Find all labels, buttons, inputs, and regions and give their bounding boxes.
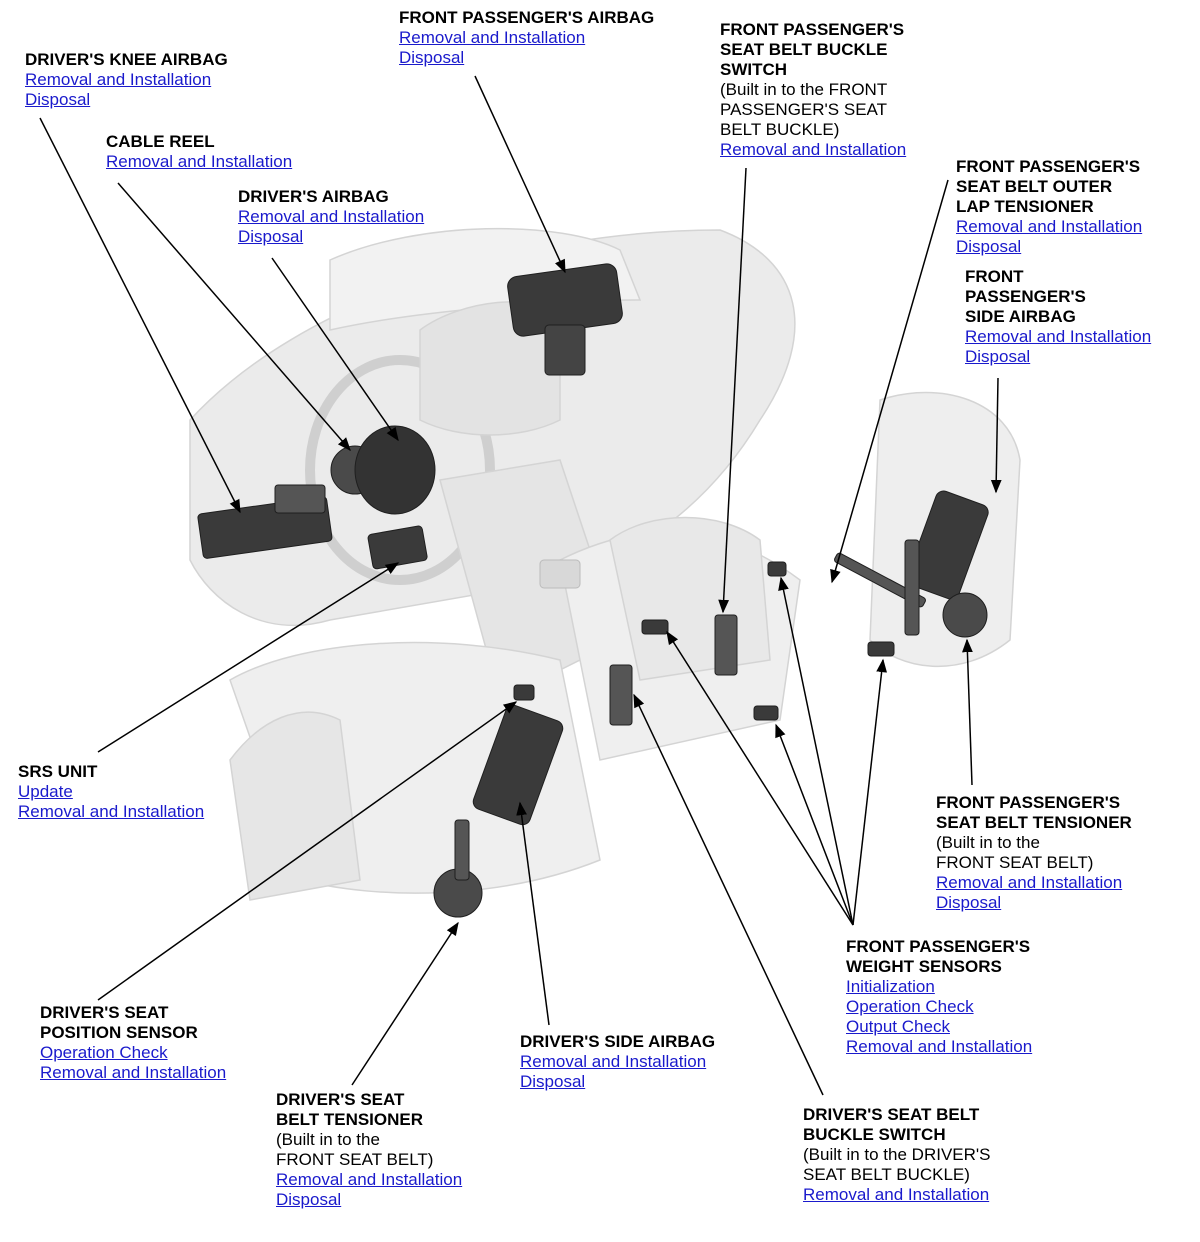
link-removal-installation[interactable]: Removal and Installation bbox=[936, 873, 1123, 892]
leader-drivers-side-airbag bbox=[516, 801, 550, 1026]
drivers-buckle-part bbox=[609, 664, 633, 726]
callout-note: (Built in to the FRONT SEAT BELT) bbox=[936, 833, 1094, 872]
leader-passenger-side-airbag bbox=[990, 377, 1002, 494]
link-removal-installation[interactable]: Removal and Installation bbox=[18, 802, 205, 821]
passenger-buckle-part bbox=[714, 614, 738, 676]
callout-note: (Built in to the FRONT PASSENGER'S SEAT … bbox=[720, 80, 888, 139]
callout-title: FRONT PASSENGER'S SEAT BELT OUTER LAP TE… bbox=[956, 157, 1141, 216]
callout-srs-unit: SRS UNIT Update Removal and Installation bbox=[18, 762, 204, 822]
callout-cable-reel: CABLE REEL Removal and Installation bbox=[106, 132, 292, 172]
leader-passenger-buckle bbox=[718, 167, 747, 614]
weight-sensor-part bbox=[641, 619, 669, 635]
link-removal-installation[interactable]: Removal and Installation bbox=[803, 1185, 990, 1204]
callout-title: CABLE REEL bbox=[106, 132, 215, 151]
link-disposal[interactable]: Disposal bbox=[399, 48, 465, 67]
link-removal-installation[interactable]: Removal and Installation bbox=[106, 152, 293, 171]
passenger-side-airbag-part bbox=[906, 490, 989, 600]
callout-title: FRONT PASSENGER'S AIRBAG bbox=[399, 8, 655, 27]
callout-title: DRIVER'S AIRBAG bbox=[238, 187, 389, 206]
link-disposal[interactable]: Disposal bbox=[238, 227, 304, 246]
link-removal-installation[interactable]: Removal and Installation bbox=[40, 1063, 227, 1082]
link-disposal[interactable]: Disposal bbox=[25, 90, 91, 109]
link-removal-installation[interactable]: Removal and Installation bbox=[399, 28, 586, 47]
callout-drivers-buckle-switch: DRIVER'S SEAT BELT BUCKLE SWITCH (Built … bbox=[803, 1105, 990, 1205]
callout-title: FRONT PASSENGER'S SEAT BELT TENSIONER bbox=[936, 793, 1132, 832]
link-operation-check[interactable]: Operation Check bbox=[846, 997, 974, 1016]
leader-weight-2 bbox=[775, 723, 854, 926]
callout-title: DRIVER'S SIDE AIRBAG bbox=[520, 1032, 716, 1051]
drivers-airbag-part bbox=[354, 425, 436, 515]
passenger-tensioner-part bbox=[942, 592, 988, 638]
leader-weight-4 bbox=[852, 658, 887, 926]
callout-title: SRS UNIT bbox=[18, 762, 98, 781]
link-removal-installation[interactable]: Removal and Installation bbox=[238, 207, 425, 226]
link-disposal[interactable]: Disposal bbox=[956, 237, 1022, 256]
leader-position-sensor bbox=[97, 701, 518, 1001]
leader-cable-reel bbox=[117, 182, 351, 452]
leader-passenger-airbag bbox=[474, 75, 566, 274]
link-disposal[interactable]: Disposal bbox=[276, 1190, 342, 1209]
callout-title: DRIVER'S SEAT POSITION SENSOR bbox=[40, 1003, 198, 1042]
leader-knee-airbag bbox=[39, 117, 241, 514]
link-disposal[interactable]: Disposal bbox=[520, 1072, 586, 1091]
callout-title: FRONT PASSENGER'S SIDE AIRBAG bbox=[965, 267, 1086, 326]
link-initialization[interactable]: Initialization bbox=[846, 977, 935, 996]
link-update[interactable]: Update bbox=[18, 782, 73, 801]
callout-drivers-seat-position-sensor: DRIVER'S SEAT POSITION SENSOR Operation … bbox=[40, 1003, 226, 1083]
link-removal-installation[interactable]: Removal and Installation bbox=[956, 217, 1143, 236]
interior-outline bbox=[189, 227, 1021, 901]
callout-title: DRIVER'S KNEE AIRBAG bbox=[25, 50, 228, 69]
leader-drivers-buckle bbox=[633, 693, 824, 1096]
link-disposal[interactable]: Disposal bbox=[936, 893, 1002, 912]
leader-drivers-belt-tensioner bbox=[351, 921, 459, 1086]
callout-drivers-knee-airbag: DRIVER'S KNEE AIRBAG Removal and Install… bbox=[25, 50, 228, 110]
callout-note: (Built in to the DRIVER'S SEAT BELT BUCK… bbox=[803, 1145, 991, 1184]
callout-drivers-belt-tensioner: DRIVER'S SEAT BELT TENSIONER (Built in t… bbox=[276, 1090, 462, 1210]
drivers-side-airbag-part bbox=[472, 704, 564, 826]
link-removal-installation[interactable]: Removal and Installation bbox=[720, 140, 907, 159]
srs-unit-part bbox=[367, 525, 428, 570]
leader-drivers-airbag bbox=[271, 257, 399, 442]
link-removal-installation[interactable]: Removal and Installation bbox=[520, 1052, 707, 1071]
callout-title: DRIVER'S SEAT BELT BUCKLE SWITCH bbox=[803, 1105, 980, 1144]
callout-front-passengers-outer-lap-tensioner: FRONT PASSENGER'S SEAT BELT OUTER LAP TE… bbox=[956, 157, 1142, 257]
callout-front-passengers-weight-sensors: FRONT PASSENGER'S WEIGHT SENSORS Initial… bbox=[846, 937, 1032, 1057]
callout-front-passenger-side-airbag: FRONT PASSENGER'S SIDE AIRBAG Removal an… bbox=[965, 267, 1151, 367]
callout-drivers-side-airbag: DRIVER'S SIDE AIRBAG Removal and Install… bbox=[520, 1032, 715, 1092]
callout-note: (Built in to the FRONT SEAT BELT) bbox=[276, 1130, 434, 1169]
link-removal-installation[interactable]: Removal and Installation bbox=[965, 327, 1152, 346]
link-removal-installation[interactable]: Removal and Installation bbox=[276, 1170, 463, 1189]
link-removal-installation[interactable]: Removal and Installation bbox=[25, 70, 212, 89]
leader-lines bbox=[39, 75, 1002, 1096]
leader-srs-unit bbox=[97, 562, 400, 753]
leader-weight-3 bbox=[778, 576, 854, 926]
leader-weight-1 bbox=[666, 630, 854, 926]
callout-front-passengers-buckle-switch: FRONT PASSENGER'S SEAT BELT BUCKLE SWITC… bbox=[720, 20, 906, 160]
link-operation-check[interactable]: Operation Check bbox=[40, 1043, 168, 1062]
callout-drivers-airbag: DRIVER'S AIRBAG Removal and Installation… bbox=[238, 187, 424, 247]
link-output-check[interactable]: Output Check bbox=[846, 1017, 950, 1036]
link-removal-installation[interactable]: Removal and Installation bbox=[846, 1037, 1033, 1056]
callout-title: FRONT PASSENGER'S WEIGHT SENSORS bbox=[846, 937, 1031, 976]
callout-front-passengers-belt-tensioner: FRONT PASSENGER'S SEAT BELT TENSIONER (B… bbox=[936, 793, 1132, 913]
leader-outer-lap-tensioner bbox=[830, 179, 949, 584]
link-disposal[interactable]: Disposal bbox=[965, 347, 1031, 366]
position-sensor-part bbox=[513, 684, 535, 701]
leader-passenger-belt-tensioner bbox=[962, 638, 973, 786]
callout-title: FRONT PASSENGER'S SEAT BELT BUCKLE SWITC… bbox=[720, 20, 905, 79]
callout-front-passengers-airbag: FRONT PASSENGER'S AIRBAG Removal and Ins… bbox=[399, 8, 654, 68]
component-parts bbox=[197, 263, 989, 918]
callout-title: DRIVER'S SEAT BELT TENSIONER bbox=[276, 1090, 424, 1129]
